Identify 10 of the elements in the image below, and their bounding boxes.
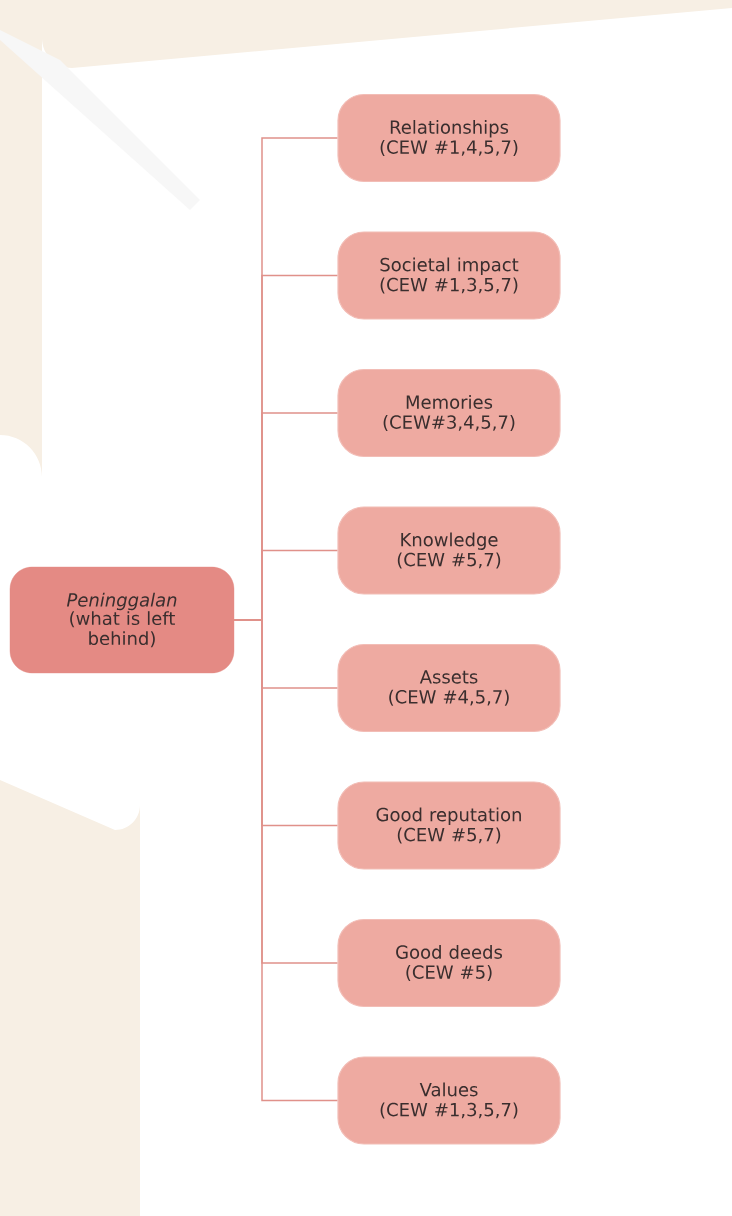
- category-box: Memories (CEW#3,4,5,7): [337, 368, 561, 458]
- category-box: Assets (CEW #4,5,7): [337, 643, 561, 733]
- category-box: Good deeds (CEW #5): [337, 918, 561, 1008]
- category-box: Societal impact (CEW #1,3,5,7): [337, 231, 561, 320]
- root-box: Peninggalan (what is left behind): [9, 566, 235, 674]
- category-box: Relationships (CEW #1,4,5,7): [337, 93, 561, 183]
- category-box: Values (CEW #1,3,5,7): [337, 1056, 561, 1145]
- category-box: Knowledge (CEW #5,7): [337, 506, 561, 595]
- category-box: Good reputation (CEW #5,7): [337, 781, 561, 870]
- connector-line: [233, 619, 339, 1102]
